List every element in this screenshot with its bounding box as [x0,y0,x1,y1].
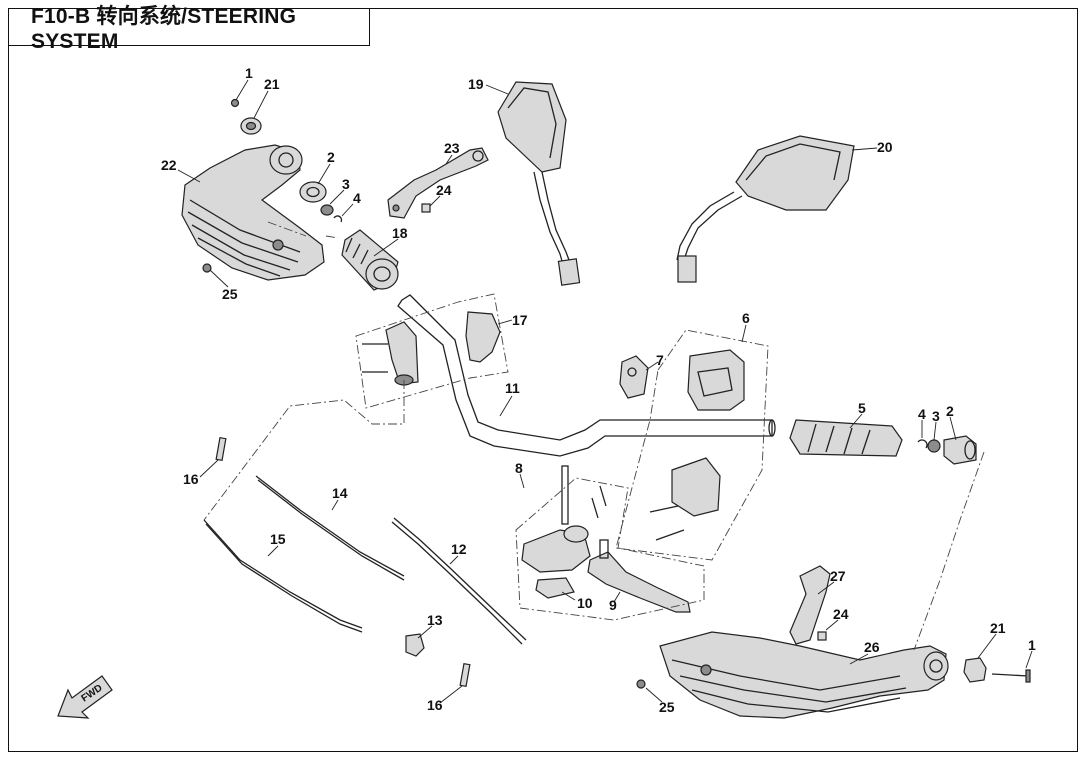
cable-tie-16-lower [459,662,471,688]
callout-9: 9 [609,597,617,613]
callout-24-upper: 24 [436,182,452,198]
handlebar-clamp [362,311,501,386]
handlebar [397,294,776,457]
clip-4-right [917,439,928,449]
callout-5: 5 [858,400,866,416]
throttle-grip [341,229,399,291]
callout-labels: 1 21 22 2 3 4 25 18 19 23 24 20 17 6 7 1… [161,65,1036,715]
leader-lines [177,79,1033,704]
bolt-1-right [991,669,1031,683]
forward-arrow: FWD [57,675,113,719]
callout-25-right: 25 [659,699,675,715]
cable-tie-16-upper [215,436,227,462]
clutch-cable-12 [391,517,527,645]
right-grip [789,419,903,457]
left-switch-housing [649,349,745,541]
title-block: F10-B 转向系统/STEERING SYSTEM [8,5,370,53]
callout-24-lower: 24 [833,606,849,622]
callout-17: 17 [512,312,528,328]
callout-20: 20 [877,139,893,155]
reservoir-mount [619,355,649,399]
bolt-1-left [230,98,240,108]
callout-21-left: 21 [264,76,280,92]
weight-2-left [299,181,327,203]
bushing-21-left [240,117,262,135]
right-hand-guard [659,631,949,719]
callout-12: 12 [451,541,467,557]
brake-switch [535,577,575,599]
clip-4-left [333,215,343,223]
callout-18: 18 [392,225,408,241]
callout-7: 7 [656,352,664,368]
callout-21-right: 21 [990,620,1006,636]
callout-14: 14 [332,485,348,501]
callout-1-right: 1 [1028,637,1036,653]
mirror-bracket [387,147,489,219]
guard-bracket-27 [789,565,831,645]
callout-8: 8 [515,460,523,476]
callout-25-left: 25 [222,286,238,302]
callout-2-right: 2 [946,403,954,419]
callout-1-left: 1 [245,65,253,81]
master-cylinder [521,465,607,573]
page-title: F10-B 转向系统/STEERING SYSTEM [31,5,297,53]
callout-23: 23 [444,140,460,156]
callout-19: 19 [468,76,484,92]
mirror-right [676,135,855,283]
bushing-21-right [963,657,987,683]
callout-2-left: 2 [327,149,335,165]
callout-15: 15 [270,531,286,547]
mirror-left [497,81,581,286]
weight-2-right [943,435,977,465]
cable-clip-13 [405,633,425,657]
callout-16-lower: 16 [427,697,443,713]
callout-4-left: 4 [353,190,361,206]
callout-27: 27 [830,568,846,584]
callout-22: 22 [161,157,177,173]
callout-6: 6 [742,310,750,326]
callout-16-upper: 16 [183,471,199,487]
callout-3-left: 3 [342,176,350,192]
callout-3-right: 3 [932,408,940,424]
throttle-cable-15 [203,519,363,633]
bolt-25-right [636,679,646,689]
bolt-25-left [202,263,212,273]
callout-4-right: 4 [918,406,926,422]
callout-13: 13 [427,612,443,628]
callout-11: 11 [505,380,520,396]
throttle-cable-14 [255,475,405,581]
left-hand-guard [181,144,325,281]
drawing-frame [8,8,1078,752]
washer-3-left [320,204,334,216]
callout-10: 10 [577,595,593,611]
callout-26: 26 [864,639,880,655]
washer-3-right [927,439,941,453]
brake-lever [587,539,691,613]
